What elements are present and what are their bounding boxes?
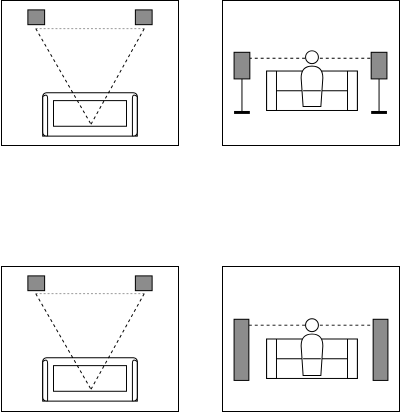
- speaker-icon-right: [371, 52, 387, 79]
- listening-line-right: [91, 29, 144, 125]
- sofa-icon-top-view: [43, 93, 138, 136]
- speaker-icon-right: [135, 276, 152, 291]
- listening-line-left: [36, 294, 91, 390]
- top-view-diagram-2: [2, 267, 178, 411]
- sofa-icon-top-view: [43, 358, 138, 401]
- top-view-diagram-1: [2, 1, 178, 145]
- tower-speaker-icon-right: [373, 319, 388, 380]
- speaker-icon-left: [28, 276, 45, 291]
- tower-speaker-icon-left: [234, 319, 249, 380]
- speaker-stand-icon-right: [371, 52, 387, 112]
- front-view-diagram-2: [223, 267, 399, 411]
- front-view-diagram-1: [223, 1, 399, 145]
- listening-line-right: [91, 294, 144, 390]
- listener-icon: [301, 51, 323, 107]
- speaker-icon-left: [234, 52, 250, 79]
- speaker-stand-icon-left: [234, 52, 250, 112]
- speaker-icon-left: [28, 10, 45, 25]
- panel-bottom-left-top-view: [1, 266, 179, 412]
- panel-bottom-right-front-view: [222, 266, 400, 412]
- listening-line-left: [36, 29, 91, 125]
- listener-icon: [301, 319, 323, 376]
- speaker-icon-right: [135, 10, 152, 25]
- panel-top-right-front-view: [222, 0, 400, 146]
- panel-top-left-top-view: [1, 0, 179, 146]
